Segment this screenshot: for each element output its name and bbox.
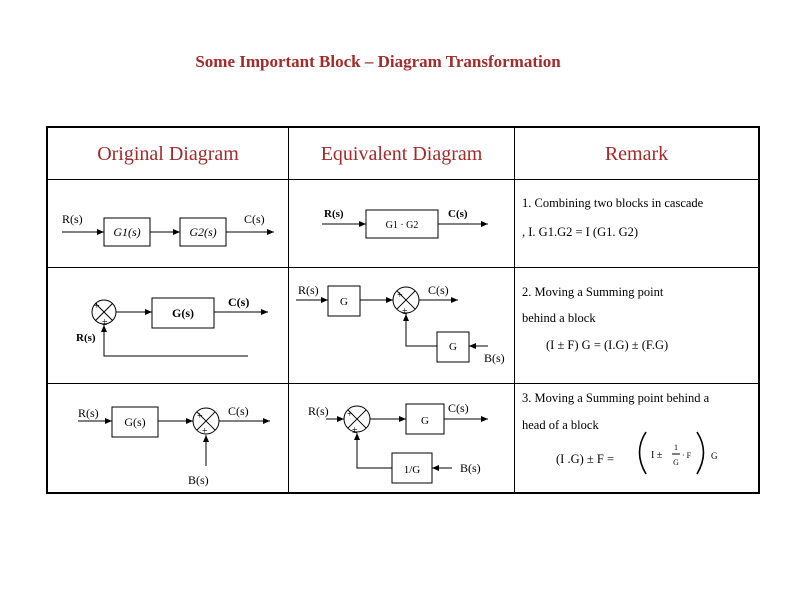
row3-equivalent-diagram (326, 403, 488, 484)
remark-row-3: 3. Moving a Summing point behind a head … (522, 391, 758, 433)
col-divider-2 (514, 128, 515, 492)
remark-1-line-2: , I. G1.G2 = I (G1. G2) (522, 225, 639, 239)
row1-orig-g1-label: G1(s) (113, 225, 140, 239)
row1-eq-block-label: G1 · G2 (386, 220, 419, 231)
remark-2-line-2: behind a block (522, 311, 596, 325)
row3-eq-sign-2: ± (352, 425, 358, 436)
row2-eq-output-label: C(s) (428, 283, 449, 297)
row3-orig-sign-2: ± (202, 426, 208, 437)
row3-eq-input-label: R(s) (308, 404, 329, 418)
remark-3-fraction-tail: · F (682, 451, 692, 460)
formula-left-paren (638, 431, 647, 475)
row2-orig-block (151, 297, 215, 329)
row1-original-diagram (62, 217, 274, 247)
remark-3-fraction-denominator: G (673, 458, 679, 467)
remark-2-formula: (I ± F) G = (I.G) ± (F.G) (546, 338, 669, 352)
row2-orig-output-label: C(s) (228, 295, 249, 309)
row2-equivalent-diagram (296, 285, 488, 363)
block-diagrams: R(s) G1(s) G2(s) C(s) R(s) G1 · G2 C(s) … (62, 208, 718, 487)
page-title: Some Important Block – Diagram Transform… (195, 52, 561, 71)
row3-eq-feed-to-sum (354, 433, 392, 469)
row3-orig-feed-label: B(s) (188, 473, 209, 487)
row1-orig-input-label: R(s) (62, 212, 83, 226)
remark-3-formula-left: (I .G) ± F = (556, 452, 614, 466)
row-divider-header (48, 179, 758, 180)
remark-3-line-1: 3. Moving a Summing point behind a (522, 391, 710, 405)
row2-orig-sign-2: ± (102, 317, 108, 328)
row2-eq-sign-2: ± (402, 306, 408, 317)
row3-original-diagram (78, 406, 270, 466)
row2-eq-sign-1: + (397, 290, 403, 301)
row1-equivalent-diagram (322, 209, 488, 239)
row1-eq-input-label: R(s) (324, 208, 344, 220)
row3-orig-block-label: G(s) (124, 415, 145, 429)
remark-3-fraction-numerator: 1 (674, 443, 678, 452)
row3-orig-sign-1: + (197, 411, 203, 422)
row2-eq-input-label: R(s) (298, 283, 319, 297)
formula-right-paren (696, 431, 705, 475)
row1-orig-g2-label: G2(s) (189, 225, 216, 239)
header-remark: Remark (604, 143, 669, 165)
col-divider-1 (288, 128, 289, 492)
row2-eq-feed-label: B(s) (484, 351, 505, 365)
row2-orig-block-label: G(s) (172, 306, 194, 320)
row-divider-1 (48, 267, 758, 268)
row3-orig-output-label: C(s) (228, 404, 249, 418)
transform-table: Original Diagram Equivalent Diagram Rema… (46, 126, 760, 494)
row2-eq-block-g-feed (436, 331, 470, 363)
row3-orig-block (111, 406, 159, 438)
remark-3-line-2: head of a block (522, 418, 599, 432)
row3-eq-output-label: C(s) (448, 401, 469, 415)
row2-eq-feed-to-sum (403, 314, 437, 347)
row3-orig-input-label: R(s) (78, 406, 99, 420)
header-original-diagram: Original Diagram (97, 143, 239, 165)
row1-orig-output-label: C(s) (244, 212, 265, 226)
row2-orig-feed-arrow (101, 325, 248, 357)
row2-eq-block1-label: G (340, 296, 348, 308)
row3-eq-sign-1: + (347, 409, 353, 420)
row2-eq-block2-label: G (449, 341, 457, 353)
remark-2-line-1: 2. Moving a Summing point (522, 285, 664, 299)
row2-orig-input-label: R(s) (76, 332, 96, 344)
remark-3-formula-mid: I ± (651, 450, 663, 461)
remark-row-1: 1. Combining two blocks in cascade , I. … (522, 196, 758, 240)
remark-row-2: 2. Moving a Summing point behind a block… (522, 285, 758, 353)
row3-eq-feed-label: B(s) (460, 461, 481, 475)
row3-eq-block1-label: G (421, 415, 429, 427)
row2-original-diagram (91, 297, 268, 357)
row3-eq-block2-label: 1/G (404, 464, 421, 476)
row2-eq-block-g (327, 285, 361, 317)
remark-3-formula-right: G (711, 451, 718, 461)
remark-1-line-1: 1. Combining two blocks in cascade (522, 196, 704, 210)
row-divider-2 (48, 383, 758, 384)
header-equivalent-diagram: Equivalent Diagram (320, 143, 483, 165)
row2-orig-sign-1: + (94, 301, 100, 312)
row1-eq-output-label: C(s) (448, 208, 468, 220)
